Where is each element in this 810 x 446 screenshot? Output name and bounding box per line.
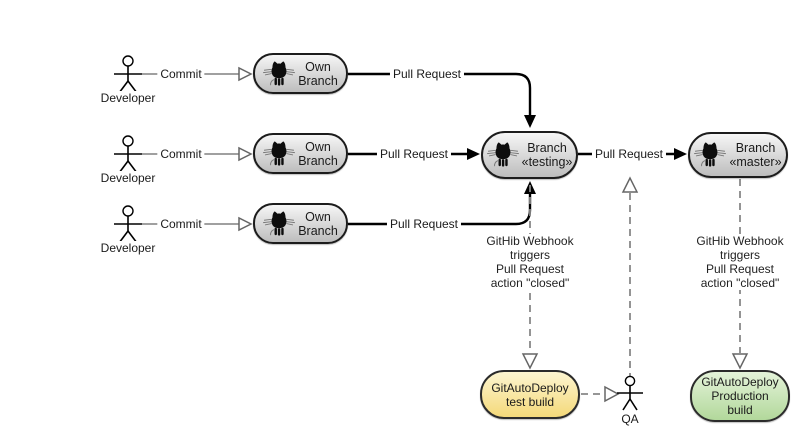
- build-to-qa-arrow: [581, 385, 620, 403]
- own-branch-node-1: Own Branch: [253, 53, 348, 94]
- developer-label-3: Developer: [97, 241, 159, 255]
- commit-label-3: Commit: [157, 217, 205, 231]
- octocat-icon: [263, 210, 296, 236]
- qa-label: QA: [618, 412, 642, 426]
- arrowhead: [731, 353, 749, 370]
- arrowhead: [674, 148, 687, 160]
- octocat-icon: [486, 142, 519, 167]
- arrowhead: [238, 146, 253, 162]
- test-build-node: GitAutoDeploy test build: [480, 370, 580, 419]
- own-branch-node-2: Own Branch: [253, 133, 348, 174]
- node-label-line: GitAutoDeploy: [701, 375, 779, 389]
- qa-approval-arrow: [621, 176, 639, 376]
- node-label-line: GitAutoDeploy: [491, 380, 569, 395]
- testing-branch-node: Branch «testing»: [481, 131, 578, 179]
- octocat-icon: [694, 142, 727, 167]
- developer-label-1: Developer: [97, 91, 159, 105]
- webhook-note-master: GitHib Webhook triggers Pull Request act…: [694, 234, 786, 290]
- arrowhead: [238, 216, 253, 232]
- arrowhead: [604, 385, 620, 403]
- actor-developer-1: [110, 53, 146, 95]
- arrowhead: [524, 115, 536, 128]
- node-label-line: Production: [711, 389, 769, 403]
- arrowhead: [621, 176, 639, 193]
- pull-request-label-1: Pull Request: [389, 67, 465, 81]
- commit-label-2: Commit: [157, 147, 205, 161]
- node-label-line: build: [727, 403, 753, 417]
- person-icon: [114, 135, 142, 174]
- person-icon: [114, 205, 142, 244]
- developer-label-2: Developer: [97, 171, 159, 185]
- commit-label-1: Commit: [157, 67, 205, 81]
- node-label-line: test build: [505, 394, 555, 409]
- octocat-icon: [263, 60, 296, 86]
- master-branch-node: Branch «master»: [688, 132, 788, 178]
- pull-request-label-3: Pull Request: [386, 217, 462, 231]
- node-label-line: Branch: [298, 73, 338, 88]
- node-label-line: Own: [305, 139, 331, 154]
- person-icon: [114, 55, 142, 94]
- arrowhead: [467, 148, 480, 160]
- pull-request-label-4: Pull Request: [591, 147, 667, 161]
- arrowhead: [521, 353, 539, 370]
- node-label-line: Own: [305, 209, 331, 224]
- production-build-node: GitAutoDeploy Production build: [690, 370, 790, 422]
- node-label-line: «master»: [729, 155, 782, 169]
- actor-developer-2: [110, 133, 146, 175]
- node-label-line: Own: [305, 59, 331, 74]
- own-branch-node-3: Own Branch: [253, 203, 348, 244]
- actor-qa: [612, 374, 648, 412]
- arrowhead: [238, 66, 253, 82]
- node-label-line: Branch: [298, 153, 338, 168]
- pull-request-arrow-1: [348, 72, 536, 128]
- webhook-note-testing: GitHib Webhook triggers Pull Request act…: [484, 234, 576, 290]
- node-label-line: Branch: [735, 141, 776, 155]
- octocat-icon: [263, 140, 296, 166]
- node-label-line: Branch: [527, 141, 567, 155]
- pull-request-label-2: Pull Request: [376, 147, 452, 161]
- node-label-line: Branch: [298, 223, 338, 238]
- actor-developer-3: [110, 203, 146, 245]
- node-label-line: «testing»: [521, 155, 573, 169]
- person-icon: [617, 375, 643, 411]
